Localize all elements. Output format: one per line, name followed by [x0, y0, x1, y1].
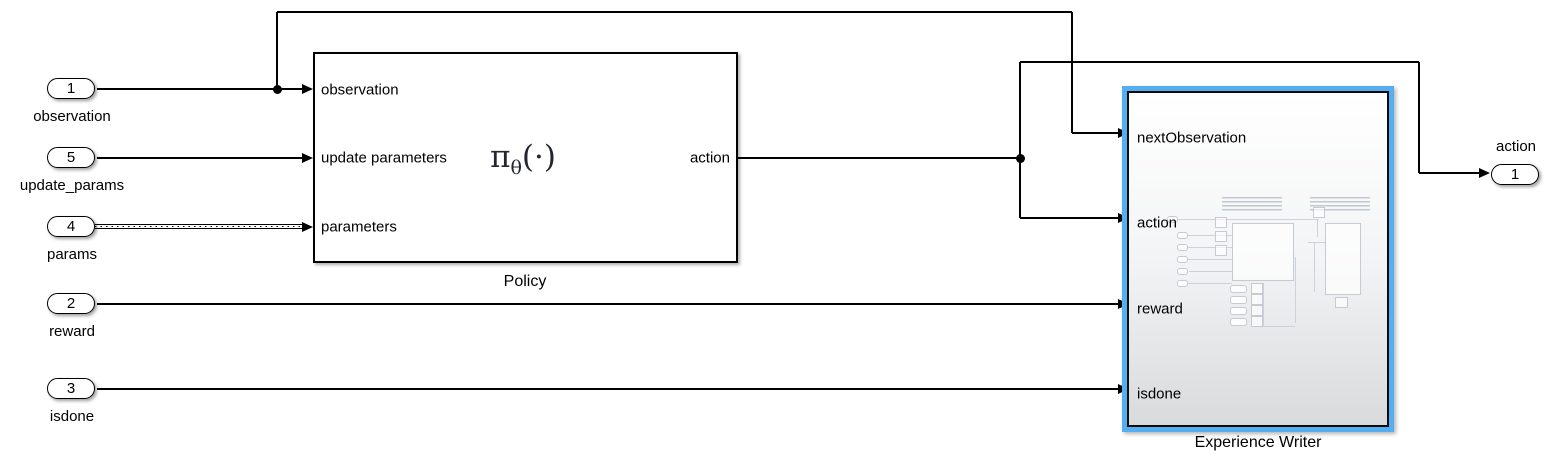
thumbnail-port [1230, 296, 1247, 304]
thumbnail-port [1177, 268, 1188, 275]
wire-policy-action-out[interactable] [738, 157, 1020, 159]
writer-port-isdone: isdone [1137, 385, 1182, 403]
thumbnail-annotation [1310, 197, 1370, 212]
thumbnail-block [1335, 297, 1348, 308]
wire-observation-branch-down[interactable] [1071, 12, 1073, 133]
thumbnail-wire [1263, 283, 1264, 327]
wire-arrowhead-icon [302, 153, 313, 163]
wire-observation-to-policy[interactable] [97, 88, 303, 90]
inport-number: 1 [66, 80, 76, 97]
outport-label-action[interactable]: action [1495, 138, 1537, 155]
thumbnail-block [1215, 231, 1227, 242]
wire-action-branch-up[interactable] [1019, 62, 1021, 158]
inport-label-reward[interactable]: reward [49, 323, 95, 340]
inport-reward[interactable]: 2 [47, 293, 95, 314]
thumbnail-wire [1179, 283, 1232, 284]
wire-to-action-outport[interactable] [1419, 172, 1480, 174]
thumbnail-port [1177, 244, 1188, 251]
thumbnail-wire [1179, 259, 1232, 260]
inport-label-observation[interactable]: observation [33, 108, 111, 125]
subsystem-preview-thumbnail [1167, 197, 1385, 337]
thumbnail-port [1177, 256, 1188, 263]
thumbnail-block [1251, 316, 1263, 327]
wire-action-branch-down[interactable] [1418, 62, 1420, 173]
experience-writer-body: nextObservation action reward isdone [1127, 91, 1389, 427]
thumbnail-block [1251, 305, 1263, 316]
thumbnail-block [1215, 217, 1227, 228]
inport-label-update-params[interactable]: update_params [19, 177, 125, 194]
wire-junction-dot [272, 84, 282, 94]
inport-label-isdone[interactable]: isdone [49, 408, 95, 425]
policy-port-update-parameters: update parameters [321, 149, 447, 167]
policy-port-parameters: parameters [321, 218, 397, 236]
policy-port-action: action [689, 149, 730, 167]
inport-isdone[interactable]: 3 [47, 378, 95, 399]
policy-symbol: πθ(·) [490, 138, 556, 180]
wire-isdone-to-writer[interactable] [97, 388, 1119, 390]
inport-params[interactable]: 4 [47, 216, 95, 237]
thumbnail-wire [1189, 271, 1232, 272]
policy-block-caption[interactable]: Policy [503, 273, 547, 290]
wire-updateparams-to-policy[interactable] [97, 157, 303, 159]
thumbnail-append-block [1232, 223, 1294, 281]
wire-to-writer-action[interactable] [1020, 217, 1119, 219]
wire-action-branch-writer[interactable] [1019, 158, 1021, 218]
inport-number: 2 [66, 295, 76, 312]
writer-port-nextobservation: nextObservation [1137, 129, 1247, 147]
thumbnail-wire [1317, 219, 1318, 237]
thumbnail-block [1251, 283, 1263, 294]
thumbnail-port [1230, 307, 1247, 315]
thumbnail-port [1177, 232, 1188, 239]
policy-block[interactable] [313, 52, 738, 263]
thumbnail-annotation [1222, 197, 1282, 212]
wire-action-top-run[interactable] [1020, 61, 1419, 63]
wire-to-nextobservation[interactable] [1072, 132, 1119, 134]
writer-port-reward: reward [1137, 300, 1183, 318]
wire-reward-to-writer[interactable] [97, 303, 1119, 305]
thumbnail-wire [1295, 257, 1296, 323]
outport-action[interactable]: 1 [1491, 164, 1539, 185]
thumbnail-write-block [1325, 223, 1361, 295]
thumbnail-wire [1314, 242, 1315, 292]
policy-port-observation: observation [321, 81, 399, 99]
wire-arrowhead-icon [302, 84, 313, 94]
thumbnail-block [1215, 245, 1227, 256]
experience-writer-caption[interactable]: Experience Writer [1194, 434, 1322, 451]
thumbnail-block [1251, 294, 1263, 305]
experience-writer-block[interactable]: nextObservation action reward isdone [1122, 86, 1394, 432]
inport-number: 5 [66, 149, 76, 166]
inport-observation[interactable]: 1 [47, 78, 95, 99]
thumbnail-port [1230, 285, 1247, 293]
thumbnail-wire [1179, 235, 1232, 236]
wire-arrowhead-icon [302, 222, 313, 232]
writer-port-action: action [1137, 214, 1178, 232]
wire-observation-top-run[interactable] [277, 11, 1072, 13]
outport-number: 1 [1510, 166, 1520, 183]
inport-label-params[interactable]: params [46, 246, 98, 263]
wire-observation-branch-up[interactable] [276, 12, 278, 89]
thumbnail-wire [1308, 242, 1325, 243]
thumbnail-block [1313, 207, 1325, 218]
inport-number: 3 [66, 380, 76, 397]
inport-number: 4 [66, 218, 76, 235]
thumbnail-port [1230, 318, 1247, 326]
thumbnail-wire [1179, 247, 1232, 248]
thumbnail-port [1177, 280, 1188, 287]
inport-update-params[interactable]: 5 [47, 147, 95, 168]
wire-arrowhead-icon [1479, 168, 1490, 178]
wire-params-to-policy[interactable] [95, 224, 303, 229]
thumbnail-wire [1169, 219, 1319, 220]
thumbnail-wire [1263, 326, 1295, 327]
